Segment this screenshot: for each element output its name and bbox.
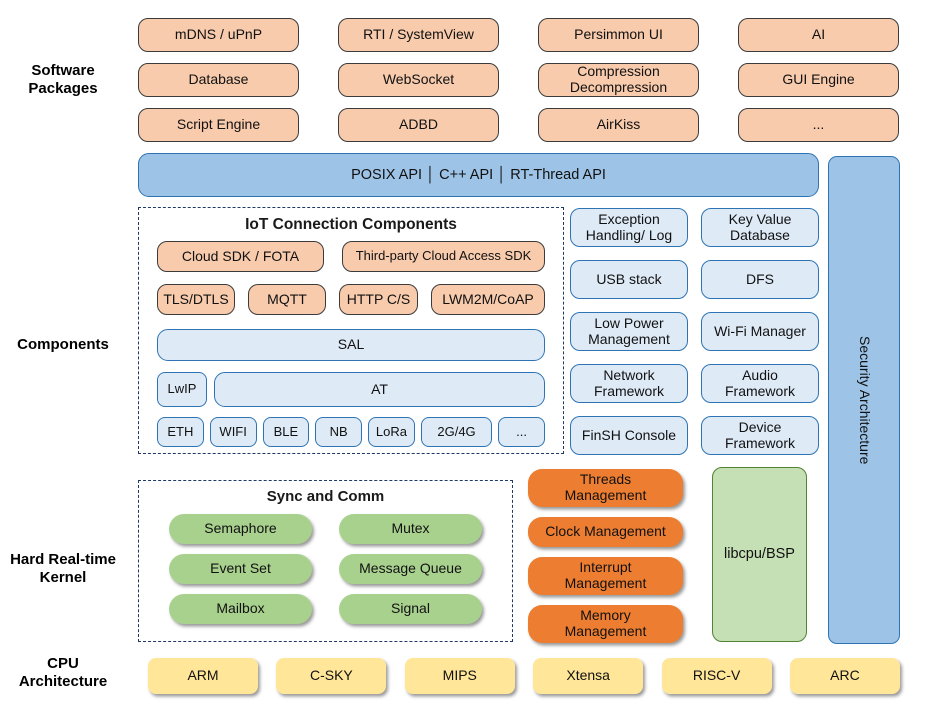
package-airkiss: AirKiss	[538, 108, 699, 142]
package-script-engine: Script Engine	[138, 108, 299, 142]
cpu-c-sky: C-SKY	[276, 658, 387, 694]
security-architecture-bar: Security Architecture	[828, 156, 900, 644]
package-gui-engine: GUI Engine	[738, 63, 899, 97]
iot-http-cs: HTTP C/S	[339, 284, 418, 315]
kernel-mutex: Mutex	[339, 514, 482, 544]
kernel-signal: Signal	[339, 594, 482, 624]
component-usb-stack: USB stack	[570, 260, 688, 299]
package-rti-systemview: RTI / SystemView	[338, 18, 499, 52]
cpu-risc-v: RISC-V	[661, 658, 772, 694]
iot-lwm2m-coap: LWM2M/CoAP	[431, 284, 545, 315]
kernel-event-set: Event Set	[169, 554, 312, 584]
component-low-power-management: Low Power Management	[570, 312, 688, 351]
iot-lwip: LwIP	[157, 372, 207, 407]
component-finsh-console: FinSH Console	[570, 416, 688, 455]
libcpu-bsp-box: libcpu/BSP	[712, 467, 807, 642]
link-more: ...	[498, 417, 545, 447]
package-ai: AI	[738, 18, 899, 52]
iot-at-row: LwIP AT	[157, 372, 545, 407]
component-exception-handling-log: Exception Handling/ Log	[570, 208, 688, 247]
link-nb: NB	[315, 417, 363, 447]
kernel-message-queue: Message Queue	[339, 554, 482, 584]
sync-and-comm-title: Sync and Comm	[266, 488, 385, 505]
cpu-arc: ARC	[789, 658, 900, 694]
link-eth: ETH	[157, 417, 204, 447]
package-persimmon-ui: Persimmon UI	[538, 18, 699, 52]
section-label-cpu-architecture: CPU Architecture	[18, 655, 108, 691]
iot-sal-layer: SAL	[157, 329, 545, 361]
management-threads: Threads Management	[528, 469, 683, 507]
software-packages-grid: mDNS / uPnP RTI / SystemView Persimmon U…	[138, 18, 900, 142]
cpu-architecture-row: ARM C-SKY MIPS Xtensa RISC-V ARC	[148, 658, 900, 694]
component-wifi-manager: Wi-Fi Manager	[701, 312, 819, 351]
kernel-management-column: Threads Management Clock Management Inte…	[528, 469, 683, 643]
section-label-software-packages: Software Packages	[28, 62, 98, 98]
iot-connection-components-box: IoT Connection Components Cloud SDK / FO…	[138, 207, 564, 454]
package-more: ...	[738, 108, 899, 142]
iot-tls-dtls: TLS/DTLS	[157, 284, 235, 315]
section-label-kernel: Hard Real-time Kernel	[10, 551, 116, 587]
management-interrupt: Interrupt Management	[528, 557, 683, 595]
sync-and-comm-grid: Semaphore Mutex Event Set Message Queue …	[169, 514, 482, 624]
cpu-arm: ARM	[148, 658, 258, 694]
link-ble: BLE	[262, 417, 310, 447]
cpu-xtensa: Xtensa	[533, 658, 644, 694]
components-grid: Exception Handling/ Log Key Value Databa…	[570, 208, 819, 455]
package-database: Database	[138, 63, 299, 97]
iot-links-row: ETH WIFI BLE NB LoRa 2G/4G ...	[157, 417, 545, 447]
component-device-framework: Device Framework	[701, 416, 819, 455]
management-memory: Memory Management	[528, 605, 683, 643]
iot-cloud-row: Cloud SDK / FOTA Third-party Cloud Acces…	[157, 241, 545, 272]
iot-mqtt: MQTT	[248, 284, 326, 315]
component-audio-framework: Audio Framework	[701, 364, 819, 403]
iot-connection-components-title: IoT Connection Components	[245, 216, 457, 233]
package-mdns-upnp: mDNS / uPnP	[138, 18, 299, 52]
iot-protocol-row: TLS/DTLS MQTT HTTP C/S LWM2M/CoAP	[157, 284, 545, 315]
kernel-semaphore: Semaphore	[169, 514, 312, 544]
management-clock: Clock Management	[528, 517, 683, 547]
link-2g-4g: 2G/4G	[420, 417, 493, 447]
iot-third-party-cloud-access-sdk: Third-party Cloud Access SDK	[342, 241, 545, 272]
component-key-value-database: Key Value Database	[701, 208, 819, 247]
link-wifi: WIFI	[209, 417, 257, 447]
kernel-mailbox: Mailbox	[169, 594, 312, 624]
package-adbd: ADBD	[338, 108, 499, 142]
iot-at: AT	[214, 372, 545, 407]
component-dfs: DFS	[701, 260, 819, 299]
iot-cloud-sdk-fota: Cloud SDK / FOTA	[157, 241, 324, 272]
package-websocket: WebSocket	[338, 63, 499, 97]
cpu-mips: MIPS	[404, 658, 515, 694]
link-lora: LoRa	[368, 417, 415, 447]
section-label-components: Components	[17, 336, 109, 353]
sync-and-comm-box: Sync and Comm Semaphore Mutex Event Set …	[138, 480, 513, 642]
component-network-framework: Network Framework	[570, 364, 688, 403]
api-layer-bar: POSIX API │ C++ API │ RT-Thread API	[138, 153, 819, 197]
package-compression-decompression: Compression Decompression	[538, 63, 699, 97]
